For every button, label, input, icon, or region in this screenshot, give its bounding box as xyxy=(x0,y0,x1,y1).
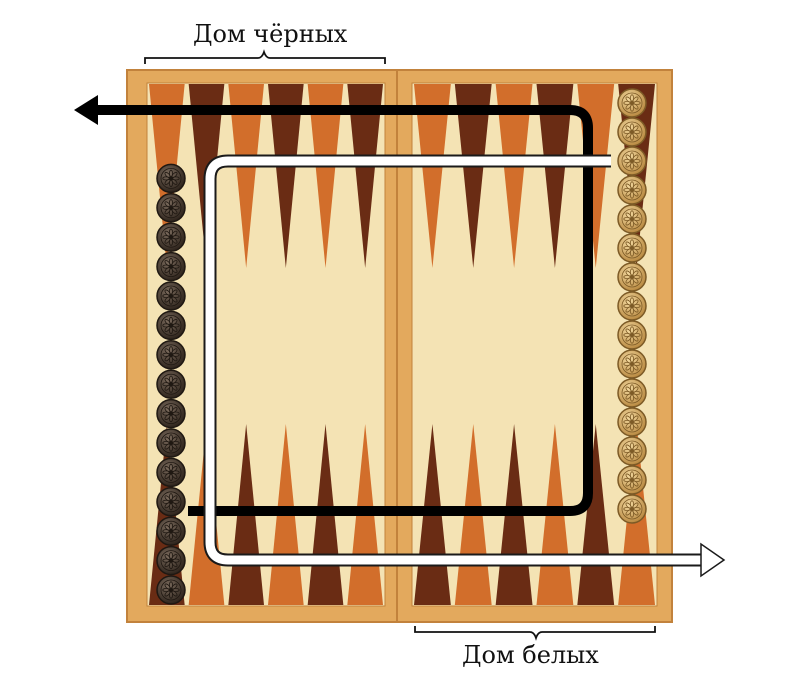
white-checker-rosette-icon xyxy=(617,378,647,408)
field-right xyxy=(411,82,658,607)
point-top-0-4 xyxy=(307,84,344,268)
field-left xyxy=(146,82,386,607)
point-top-1-0 xyxy=(414,84,451,268)
black-checker-rosette-icon xyxy=(156,398,186,429)
point-top-1-2 xyxy=(495,84,533,268)
white-checker-rosette-icon xyxy=(617,117,647,147)
black-checker-rosette-icon xyxy=(156,310,186,341)
white-checker-rosette-icon xyxy=(617,175,647,205)
point-top-0-3 xyxy=(268,84,304,268)
black-checker-rosette-icon xyxy=(156,516,186,546)
point-top-1-3 xyxy=(536,84,574,268)
black-checker-rosette-icon xyxy=(156,222,186,252)
brace-bottom xyxy=(414,626,656,641)
black-checker-rosette-icon xyxy=(156,369,186,399)
black-checker-rosette-icon xyxy=(156,545,186,576)
point-top-0-2 xyxy=(228,84,264,268)
black-checker-rosette-icon xyxy=(156,163,186,194)
white-checker-rosette-icon xyxy=(617,436,647,466)
black-checker-rosette-icon xyxy=(156,193,186,223)
white-checker-rosette-icon xyxy=(617,233,647,263)
point-top-0-5 xyxy=(347,84,383,268)
checkers xyxy=(156,88,647,605)
black-checker-rosette-icon xyxy=(156,487,186,517)
point-top-1-1 xyxy=(454,84,492,268)
black-checker-rosette-icon xyxy=(156,428,186,458)
black-checker-rosette-icon xyxy=(156,457,186,488)
white-checker-rosette-icon xyxy=(617,494,647,524)
black-path-arrow xyxy=(74,95,593,516)
white-checker-rosette-icon xyxy=(617,465,647,495)
brace-top xyxy=(144,49,386,64)
black-arrowhead xyxy=(74,95,98,125)
white-checker-rosette-icon xyxy=(617,291,647,321)
white-path-arrow xyxy=(203,154,726,578)
white-home-label: Дом белых xyxy=(462,641,599,669)
black-checker-rosette-icon xyxy=(156,251,186,282)
black-checker-rosette-icon xyxy=(156,340,186,370)
black-home-label: Дом чёрных xyxy=(193,20,348,48)
white-checker-rosette-icon xyxy=(617,88,647,118)
white-checker-rosette-icon xyxy=(617,349,647,379)
white-checker-rosette-icon xyxy=(617,320,647,350)
white-checker-rosette-icon xyxy=(617,204,647,234)
white-checker-rosette-icon xyxy=(617,407,647,437)
black-checker-rosette-icon xyxy=(156,281,186,311)
black-checker-rosette-icon xyxy=(156,575,186,605)
white-checker-rosette-icon xyxy=(617,262,647,292)
white-checker-rosette-icon xyxy=(617,146,647,176)
white-arrowhead xyxy=(700,542,726,578)
